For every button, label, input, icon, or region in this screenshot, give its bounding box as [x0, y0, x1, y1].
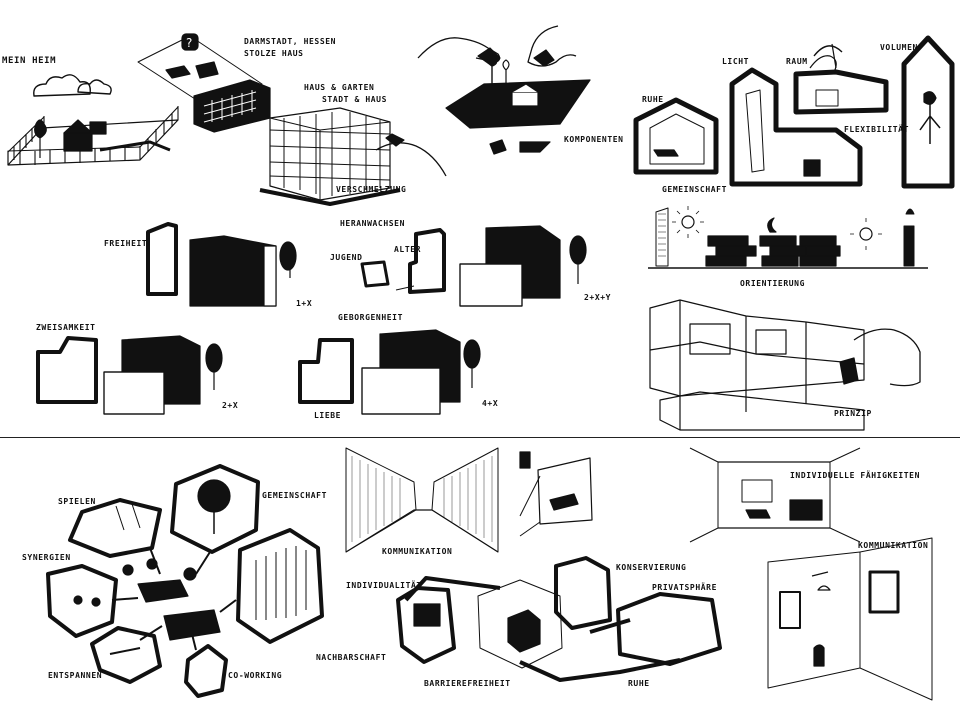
label-verschmelzung: Verschmelzung: [336, 185, 407, 194]
label-nachbarschaft: Nachbarschaft: [316, 653, 387, 662]
label-liebe: Liebe: [314, 411, 342, 420]
licht-raum-house: [729, 43, 889, 187]
section-divider: [0, 437, 960, 438]
label-co-working: Co-Working: [228, 671, 283, 680]
label-ruhe-bottom: Ruhe: [628, 679, 650, 688]
label-konservierung: Konservierung: [616, 563, 687, 572]
label-privatsphaere: Privatsphäre: [652, 583, 717, 592]
label-heranwachsen: Heranwachsen: [340, 219, 405, 228]
ruhe-house: [633, 97, 719, 175]
question-mark: ?: [186, 36, 192, 50]
label-formula-2xy: 2+X+Y: [584, 293, 612, 302]
heranwachsen-diagram: [360, 225, 587, 307]
label-kommunikation-mid: Kommunikation: [382, 547, 453, 556]
label-flexibilitaet: Flexibilität: [844, 125, 909, 134]
label-jugend: Jugend: [330, 253, 363, 262]
label-individuelle-faehigkeiten: Individuelle Fähigkeiten: [790, 471, 920, 480]
kommunikation-room: [767, 537, 933, 701]
label-spielen: Spielen: [58, 497, 96, 506]
mein-heim-sketch: [7, 74, 179, 166]
zweisamkeit-diagram: [36, 335, 223, 415]
label-raum: Raum: [786, 57, 808, 66]
verschmelzung-scaffold: [259, 107, 447, 206]
volumen-house: [901, 35, 955, 189]
label-gemeinschaft-bottom: Gemeinschaft: [262, 491, 327, 500]
individuelle-faehigkeiten-room: [689, 447, 861, 543]
orientierung-skyline: [648, 206, 928, 269]
label-prinzip: Prinzip: [834, 409, 872, 418]
label-individualitaet: Individualität: [346, 581, 422, 590]
label-freiheit: Freiheit: [104, 239, 148, 248]
label-haus-garten: Haus & Garten: [304, 83, 375, 92]
label-entspannen: Entspannen: [48, 671, 103, 680]
label-zweisamkeit: Zweisamkeit: [36, 323, 96, 332]
kommunikation-corridor: [345, 447, 593, 553]
komponenten-sketch: [417, 25, 591, 155]
label-stadt-haus: Stadt & Haus: [322, 95, 387, 104]
label-synergien: Synergien: [22, 553, 71, 562]
label-formula-4x: 4+X: [482, 399, 499, 408]
label-barrierefreiheit: Barrierefreiheit: [424, 679, 511, 688]
label-mein-heim: Mein Heim: [2, 56, 57, 66]
label-orientierung: Orientierung: [740, 279, 805, 288]
freiheit-diagram: [146, 222, 297, 307]
label-volumen: Volumen: [880, 43, 918, 52]
label-gemeinschaft-top: Gemeinschaft: [662, 185, 727, 194]
label-formula-2x: 2+X: [222, 401, 239, 410]
label-ruhe-top: Ruhe: [642, 95, 664, 104]
gemeinschaft-cluster: [46, 464, 324, 698]
label-stolze-haus: Stolze Haus: [244, 49, 304, 58]
prinzip-blocks: [649, 299, 921, 431]
label-formula-1x: 1+X: [296, 299, 313, 308]
label-darmstadt: Darmstadt, Hessen: [244, 37, 337, 46]
label-licht: Licht: [722, 57, 750, 66]
label-komponenten: Komponenten: [564, 135, 624, 144]
label-alter: Alter: [394, 245, 422, 254]
geborgenheit-diagram: [298, 329, 481, 415]
stolze-haus-sketch: ?: [137, 33, 271, 133]
label-kommunikation-right: Kommunikation: [858, 541, 929, 550]
label-geborgenheit: Geborgenheit: [338, 313, 403, 322]
barrierefreiheit-cluster: [396, 556, 722, 682]
